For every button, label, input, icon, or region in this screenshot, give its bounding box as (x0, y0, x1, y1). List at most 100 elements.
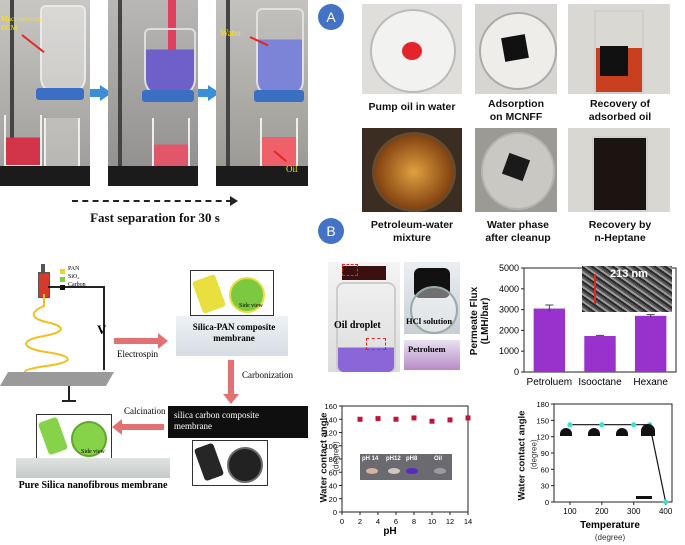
ph-point-2 (393, 416, 399, 422)
ph-ytick-label-7: 140 (324, 415, 337, 424)
voltage-lead-v (103, 286, 105, 370)
ph-ytick-label-4: 80 (329, 455, 337, 464)
ph-point-0 (357, 416, 363, 422)
water-label: Water (220, 28, 242, 38)
hcl-photo: HCl solution (404, 262, 460, 334)
caption-water-phase: Water phase after cleanup (485, 219, 551, 244)
flux-bar-1 (584, 336, 616, 372)
ph-ylabel-unit: (degree) (331, 441, 341, 472)
sem-scale-label: 213 nm (610, 268, 648, 280)
dish-photo-1 (362, 4, 462, 94)
side-view-box-2 (192, 440, 268, 486)
temp-ytick-label-5: 150 (536, 416, 549, 425)
ph-xtick-label-3: 6 (394, 517, 398, 526)
temp-ytick-label-0: 0 (545, 498, 549, 507)
voltage-lead (48, 286, 104, 288)
vial-photo-1 (568, 4, 670, 94)
bottle-zoom-box (342, 264, 358, 276)
hcl-label: HCl solution (406, 316, 453, 326)
flux-xtick-label-1: Isooctane (578, 377, 622, 388)
pure-silica-membrane (16, 458, 170, 478)
electrospin-label: Electrospin (117, 349, 158, 359)
clamp (142, 90, 194, 102)
bottle-photo: Oil droplet (328, 262, 400, 372)
side-view-box-1: Side view (190, 270, 274, 316)
sem-inset: 213 nm (582, 266, 672, 312)
ph-ytick-label-8: 160 (324, 402, 337, 411)
temp-frame (553, 403, 673, 503)
ph-ytick-label-2: 40 (329, 482, 337, 491)
flux-ytick-label-5: 5000 (499, 263, 519, 273)
ph-xlabel: pH (383, 526, 397, 537)
funnel-blue (256, 8, 304, 97)
separation-caption: Fast separation for 30 s (90, 210, 220, 225)
flux-ytick-label-4: 4000 (499, 284, 519, 294)
pure-silica-label: Pure Silica nanofibrous membrane (18, 480, 168, 491)
calcination-arrowhead (112, 419, 122, 435)
legend-sio2: SiO₂ (68, 274, 80, 280)
scale-arrow (594, 274, 596, 304)
carbonization-label: Carbonization (242, 370, 293, 380)
flux-ytick-label-0: 0 (514, 367, 519, 377)
base-plate (0, 166, 90, 186)
ph-xtick-label-4: 8 (412, 517, 416, 526)
ph-ytick-label-6: 120 (324, 429, 337, 438)
temp-xlabel-unit: (degree) (594, 533, 626, 542)
legend-pan: PAN (68, 266, 80, 272)
temp-point-0 (567, 422, 573, 428)
temp-point-2 (631, 422, 637, 428)
caption-recovery-heptane: Recovery by n-Heptane (588, 219, 652, 244)
collector-plate (0, 372, 115, 386)
ph-xtick-label-0: 0 (340, 517, 344, 526)
ph-xtick-label-5: 10 (428, 517, 436, 526)
side-view-box-3: Side view (36, 414, 112, 460)
temp-line (569, 424, 667, 503)
temp-xlabel: Temperature (580, 520, 640, 531)
petroleum-label: Petroluem (408, 344, 446, 354)
ph-point-3 (411, 415, 417, 421)
carbonization-arrow (228, 360, 234, 396)
temp-point-1 (599, 422, 605, 428)
legend-carbon-swatch (60, 285, 65, 290)
bottle-zoom-box-2 (366, 338, 386, 350)
temp-ytick-label-2: 60 (541, 465, 549, 474)
inset-ph8: pH8 (406, 456, 418, 462)
separation-photo-3: Water Oil (216, 0, 308, 186)
ph-xtick-label-1: 2 (358, 517, 362, 526)
caption-recovery-oil: Recovery of adsorbed oil (588, 98, 652, 123)
syringe-plunger (41, 264, 45, 274)
flux-bar-0 (533, 308, 566, 372)
flux-bar-2 (634, 315, 667, 372)
electrospin-arrow (114, 338, 160, 344)
temp-xtick-label-0: 100 (563, 507, 577, 516)
temp-xtick-label-2: 300 (627, 507, 641, 516)
legend-pan-swatch (60, 269, 65, 274)
inset-oil: Oil (434, 456, 443, 462)
ph-ytick-label-0: 0 (333, 508, 337, 517)
flux-xtick-label-2: Hexane (633, 377, 668, 388)
red-oil-spot (402, 42, 422, 60)
electrospin-arrowhead (158, 333, 168, 349)
temp-ytick-label-1: 30 (541, 482, 549, 491)
funnel-purple (144, 28, 196, 97)
badge-b: B (318, 218, 344, 244)
ph-point-4 (429, 418, 435, 424)
separation-arrowhead (230, 196, 238, 206)
legend-carbon: Carbon (68, 282, 86, 288)
droplet-icon-1 (560, 428, 572, 436)
vial-photo-2 (568, 128, 670, 212)
ph-point-5 (447, 417, 453, 423)
temp-ylabel: Water contact angle (516, 410, 528, 501)
silica-pan-label: Silica-PAN composite membrane (192, 322, 276, 343)
flux-ytick-label-1: 1000 (499, 346, 519, 356)
silica-pan-membrane (176, 316, 288, 356)
dish-photo-3 (362, 128, 462, 212)
carbonization-arrowhead (223, 394, 239, 404)
beaker-oil (260, 118, 298, 168)
ph-xtick-label-6: 12 (446, 517, 454, 526)
ph-point-1 (375, 416, 381, 422)
beaker-red (152, 118, 190, 168)
